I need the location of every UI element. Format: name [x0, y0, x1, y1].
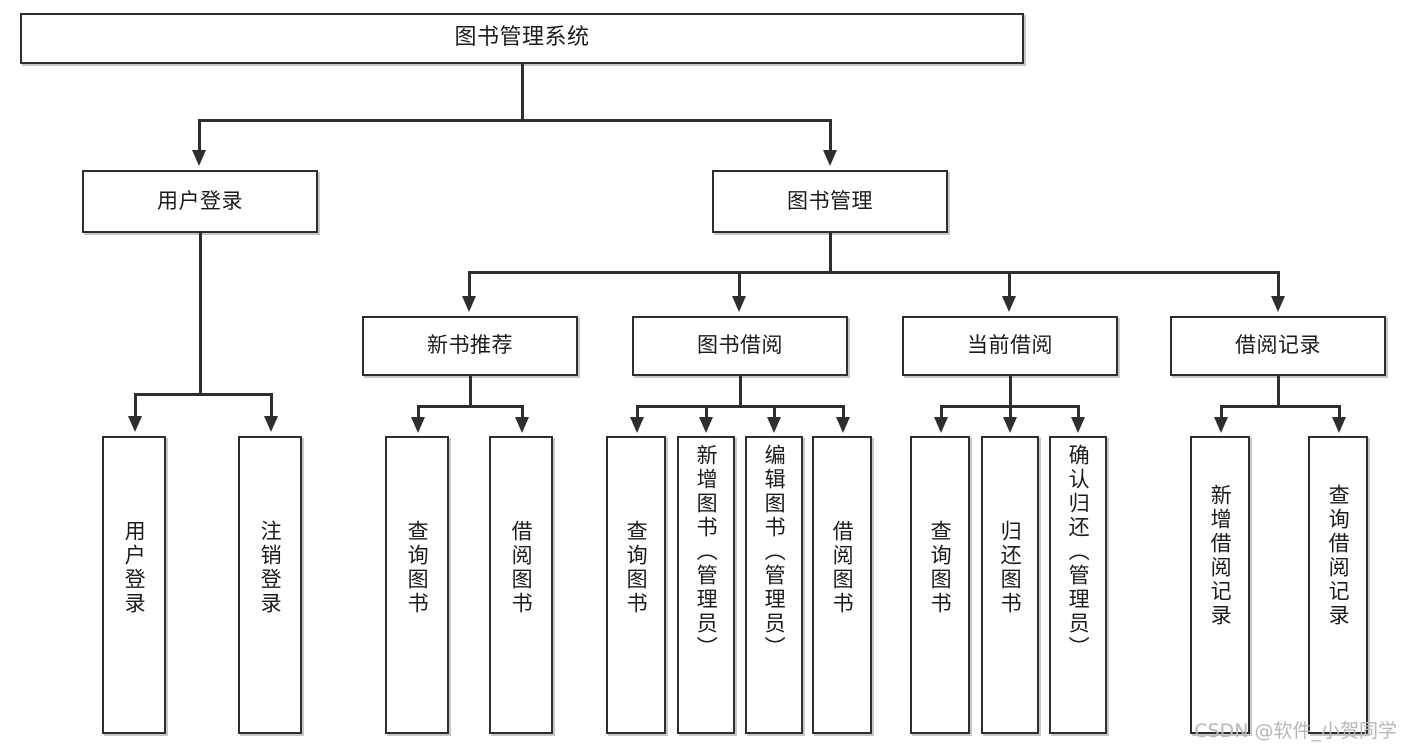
node-label: 新增图书（管理员）: [694, 444, 719, 660]
node-label: 用户登录: [157, 188, 243, 213]
connector-borrow-leaf3: [773, 405, 776, 419]
node-label: 借阅图书: [509, 520, 534, 616]
arrow-down-icon: [462, 296, 476, 312]
node-label: 当前借阅: [967, 333, 1053, 358]
node-label: 查询图书: [405, 520, 430, 616]
arrow-down-icon: [630, 417, 644, 433]
arrow-down-icon: [264, 416, 278, 432]
arrow-down-icon: [1271, 296, 1285, 312]
arrow-down-icon: [1332, 417, 1346, 433]
connector-login-bus: [134, 393, 272, 396]
leaf-node-confirm-return-admin[interactable]: 确认归还（管理员）: [1049, 436, 1107, 734]
connector-login-stem: [199, 233, 202, 393]
connector-borrow-bus: [636, 405, 844, 408]
node-label: 注销登录: [258, 520, 283, 616]
node-label: 归还图书: [998, 520, 1023, 616]
node-label: 图书管理系统: [454, 25, 590, 51]
connector-newbook-leaf2: [521, 405, 524, 419]
arrow-down-icon: [836, 417, 850, 433]
arrow-down-icon: [934, 417, 948, 433]
leaf-node-add-borrow-record[interactable]: 新增借阅记录: [1190, 436, 1250, 734]
node-label: 编辑图书（管理员）: [762, 444, 787, 660]
connector-record-stem: [1277, 376, 1280, 405]
connector-newbook-leaf1: [417, 405, 420, 419]
connector-root-to-bookmgmt: [829, 119, 832, 152]
node-label: 借阅图书: [830, 520, 855, 616]
watermark-text: CSDN @软件_小贺同学: [1194, 720, 1397, 742]
connector-record-leaf2: [1338, 405, 1341, 419]
connector-login-leaf2: [270, 393, 273, 418]
connector-borrow-leaf4: [842, 405, 845, 419]
leaf-node-return-book[interactable]: 归还图书: [981, 436, 1039, 734]
node-book-borrow[interactable]: 图书借阅: [632, 316, 848, 376]
leaf-node-logout[interactable]: 注销登录: [238, 436, 302, 734]
connector-bookmgmt-to-record: [1277, 271, 1280, 300]
connector-bookmgmt-stem: [829, 233, 832, 271]
node-book-management[interactable]: 图书管理: [712, 170, 948, 233]
node-label: 查询图书: [928, 520, 953, 616]
leaf-node-add-book-admin[interactable]: 新增图书（管理员）: [677, 436, 735, 734]
arrow-down-icon: [192, 150, 206, 166]
leaf-node-query-book-borrow[interactable]: 查询图书: [606, 436, 666, 734]
connector-current-leaf3: [1077, 405, 1080, 419]
node-label: 图书管理: [787, 188, 873, 213]
node-label: 新增借阅记录: [1208, 484, 1233, 628]
arrow-down-icon: [411, 417, 425, 433]
node-label: 借阅记录: [1235, 333, 1321, 358]
leaf-node-user-login[interactable]: 用户登录: [102, 436, 166, 734]
leaf-node-edit-book-admin[interactable]: 编辑图书（管理员）: [745, 436, 803, 734]
arrow-down-icon: [1071, 417, 1085, 433]
connector-borrow-stem: [739, 376, 742, 405]
connector-newbook-bus: [417, 405, 523, 408]
node-borrow-record[interactable]: 借阅记录: [1170, 316, 1386, 376]
connector-bookmgmt-to-borrow: [738, 271, 741, 300]
node-label: 确认归还（管理员）: [1066, 444, 1091, 660]
connector-login-leaf1: [134, 393, 137, 418]
arrow-down-icon: [767, 417, 781, 433]
arrow-down-icon: [515, 417, 529, 433]
connector-bookmgmt-bus: [468, 271, 1279, 274]
node-label: 查询借阅记录: [1326, 484, 1351, 628]
arrow-down-icon: [823, 150, 837, 166]
connector-bookmgmt-to-current: [1008, 271, 1011, 300]
arrow-down-icon: [128, 416, 142, 432]
arrow-down-icon: [1003, 417, 1017, 433]
connector-root-bus: [198, 119, 832, 122]
arrow-down-icon: [1214, 417, 1228, 433]
connector-root-to-login: [198, 119, 201, 152]
connector-root-stem: [521, 64, 524, 119]
connector-borrow-leaf1: [636, 405, 639, 419]
arrow-down-icon: [732, 296, 746, 312]
leaf-node-query-book-current[interactable]: 查询图书: [910, 436, 970, 734]
node-user-login[interactable]: 用户登录: [82, 170, 318, 233]
leaf-node-borrow-book[interactable]: 借阅图书: [812, 436, 872, 734]
node-new-book-recommend[interactable]: 新书推荐: [362, 316, 578, 376]
arrow-down-icon: [1002, 296, 1016, 312]
node-root-book-management-system[interactable]: 图书管理系统: [20, 13, 1024, 64]
node-label: 用户登录: [122, 520, 147, 616]
node-label: 新书推荐: [427, 333, 513, 358]
leaf-node-query-borrow-record[interactable]: 查询借阅记录: [1308, 436, 1368, 734]
connector-borrow-leaf2: [705, 405, 708, 419]
node-label: 查询图书: [624, 520, 649, 616]
arrow-down-icon: [699, 417, 713, 433]
leaf-node-query-book-newbook[interactable]: 查询图书: [385, 436, 449, 734]
node-label: 图书借阅: [697, 333, 783, 358]
connector-current-leaf1: [940, 405, 943, 419]
connector-current-leaf2: [1009, 405, 1012, 419]
connector-record-leaf1: [1220, 405, 1223, 419]
connector-newbook-stem: [469, 376, 472, 405]
leaf-node-borrow-book-newbook[interactable]: 借阅图书: [489, 436, 553, 734]
node-current-borrow[interactable]: 当前借阅: [902, 316, 1118, 376]
connector-bookmgmt-to-newbook: [468, 271, 471, 300]
connector-record-bus: [1220, 405, 1338, 408]
connector-current-stem: [1009, 376, 1012, 405]
